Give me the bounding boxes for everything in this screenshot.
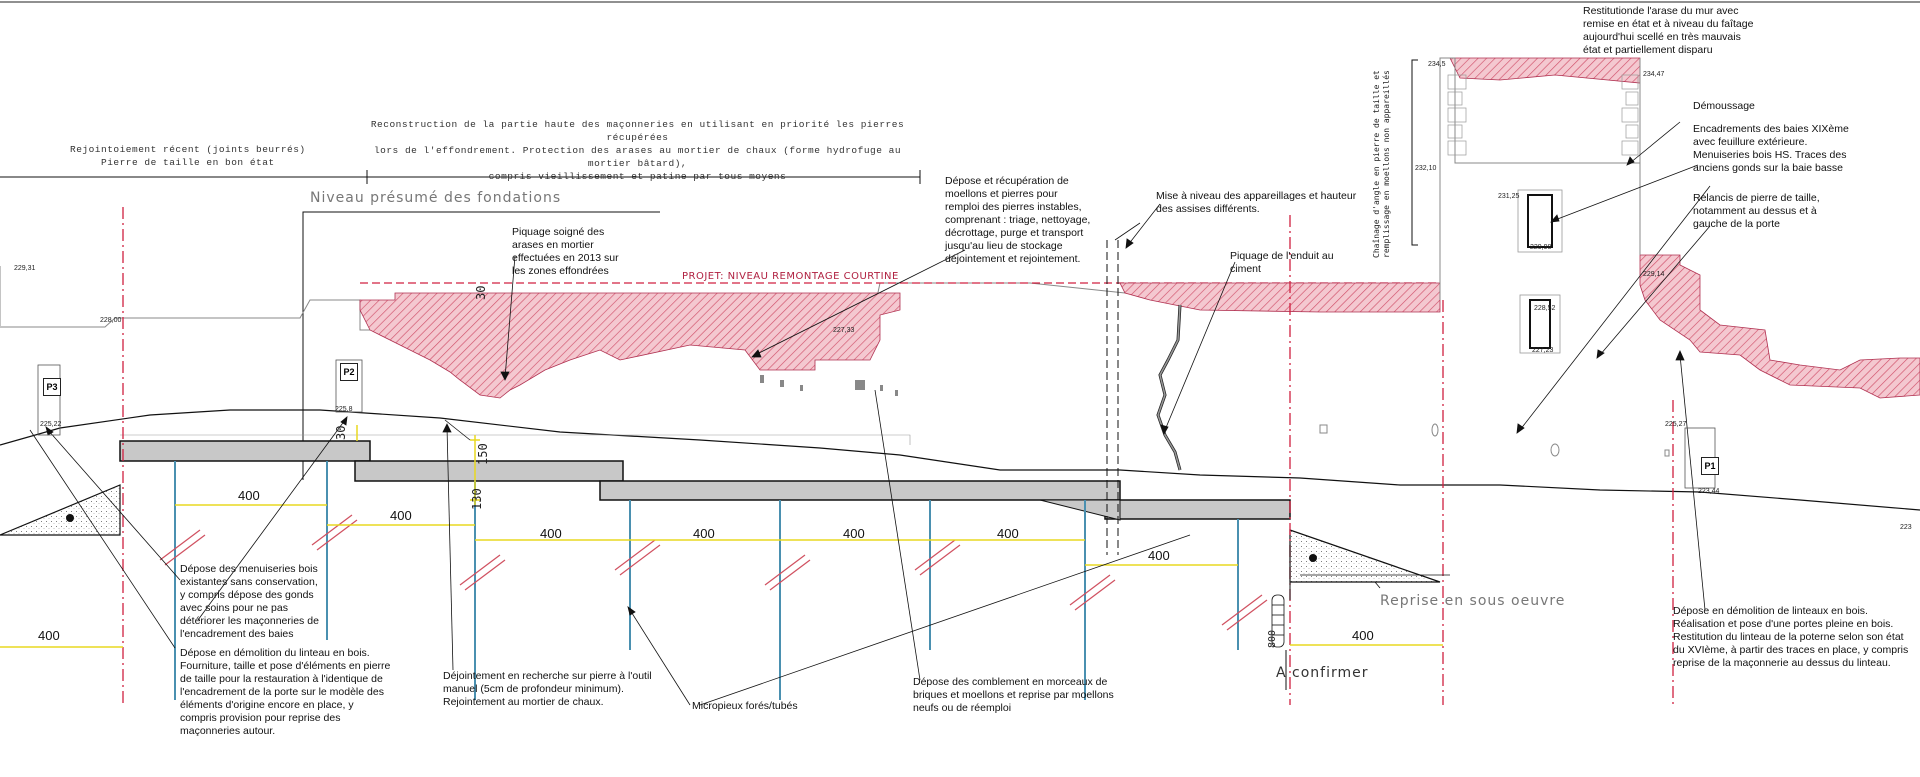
label-a-confirmer: A confirmer bbox=[1276, 665, 1369, 681]
label-foundation-level: Niveau présumé des fondations bbox=[310, 190, 562, 206]
level-223-right: 223 bbox=[1900, 524, 1912, 531]
note-dejointement: Déjointement en recherche sur pierre à l… bbox=[443, 670, 652, 708]
tower-outline bbox=[1439, 57, 1641, 300]
level-231-25: 231,25 bbox=[1498, 193, 1520, 200]
note-reconstruction: Reconstruction de la partie haute des ma… bbox=[370, 119, 905, 182]
level-234-top: 234,5 bbox=[1428, 61, 1446, 68]
level-228-00: 228,00 bbox=[100, 317, 122, 324]
dim-v3: 30 bbox=[334, 425, 348, 440]
level-229-14: 229,14 bbox=[1643, 271, 1665, 278]
note-depose-linteaux-bois: Dépose en démolition de linteaux en bois… bbox=[1673, 605, 1909, 669]
label-reprise: Reprise en sous oeuvre bbox=[1380, 593, 1566, 609]
level-227-23: 227,23 bbox=[1532, 347, 1554, 354]
dim-1: 400 bbox=[38, 628, 60, 643]
loose-stones bbox=[760, 375, 1670, 457]
tower-windows bbox=[1517, 189, 1563, 354]
tower-stonework bbox=[1447, 74, 1639, 156]
label-chainage: Chaînage d'angle en pierre de taille et … bbox=[1372, 70, 1391, 258]
level-232-10: 232,10 bbox=[1415, 165, 1437, 172]
ground-line bbox=[0, 409, 1920, 511]
note-restitution: Restitutionde l'arase du mur avec remise… bbox=[1583, 5, 1754, 56]
dim-5: 400 bbox=[693, 526, 715, 541]
dim-9: 400 bbox=[1352, 628, 1374, 643]
reconstruction-zone-mid bbox=[1119, 282, 1441, 313]
level-228-52: 228,52 bbox=[1534, 305, 1556, 312]
marker-p1: P1 bbox=[1701, 457, 1719, 475]
leader-lines bbox=[29, 121, 1711, 706]
note-mise-niveau: Mise à niveau des appareillages et haute… bbox=[1156, 190, 1357, 215]
level-234-47: 234,47 bbox=[1643, 71, 1665, 78]
dim-v2: 150 bbox=[476, 443, 490, 465]
level-227-33: 227,33 bbox=[833, 327, 855, 334]
note-micropieux: Micropieux forés/tubés bbox=[692, 700, 798, 712]
coil bbox=[1271, 594, 1285, 648]
dim-3: 400 bbox=[390, 508, 412, 523]
level-229-31: 229,31 bbox=[14, 265, 36, 272]
reconstruction-zone-right bbox=[1639, 254, 1920, 399]
note-depose-recuperation: Dépose et récupération de moellons et pi… bbox=[945, 175, 1091, 265]
level-229-98: 229,98 bbox=[1530, 244, 1552, 251]
note-depose-linteau: Dépose en démolition du linteau en bois.… bbox=[180, 647, 391, 737]
level-223-44: 223,44 bbox=[1698, 488, 1720, 495]
reconstruction-zone-tower-top bbox=[1449, 57, 1641, 84]
note-relancis: Relancis de pierre de taille, notamment … bbox=[1693, 192, 1820, 230]
level-225-p2: 225,8 bbox=[335, 406, 353, 413]
dimension-lines bbox=[0, 425, 1443, 648]
foundation-level-bracket bbox=[302, 211, 660, 480]
label-project-level: PROJET: NIVEAU REMONTAGE COURTINE bbox=[682, 271, 899, 282]
note-piquage-enduit: Piquage de l'enduit au ciment bbox=[1230, 250, 1334, 275]
dim-7: 400 bbox=[997, 526, 1019, 541]
foundation-beams bbox=[119, 440, 1291, 520]
note-encadrements: Encadrements des baies XIXème avec feuil… bbox=[1693, 123, 1849, 174]
dim-4: 400 bbox=[540, 526, 562, 541]
marker-p3: P3 bbox=[43, 378, 61, 396]
marker-p2: P2 bbox=[340, 363, 358, 381]
dim-v5: 800 bbox=[1267, 629, 1278, 648]
concrete-wedge-left bbox=[0, 484, 121, 536]
reconstruction-zone-left bbox=[359, 292, 901, 399]
level-225-27: 225,27 bbox=[1665, 421, 1687, 428]
axis-lines bbox=[122, 207, 1674, 705]
note-rejointoiement: Rejointoiement récent (joints beurrés) P… bbox=[70, 144, 306, 168]
render-crack bbox=[1156, 304, 1182, 471]
dim-v4: 130 bbox=[470, 488, 484, 510]
level-225-22: 225,22 bbox=[40, 421, 62, 428]
note-demoussage: Démoussage bbox=[1693, 100, 1755, 112]
dim-6: 400 bbox=[843, 526, 865, 541]
dim-v1: 30 bbox=[474, 285, 488, 300]
dim-2: 400 bbox=[238, 488, 260, 503]
note-depose-comblement: Dépose des comblement en morceaux de bri… bbox=[913, 676, 1114, 714]
note-piquage-soigne: Piquage soigné des arases en mortier eff… bbox=[512, 226, 619, 277]
note-depose-menuiseries: Dépose des menuiseries bois existantes s… bbox=[180, 563, 319, 640]
dim-8: 400 bbox=[1148, 548, 1170, 563]
